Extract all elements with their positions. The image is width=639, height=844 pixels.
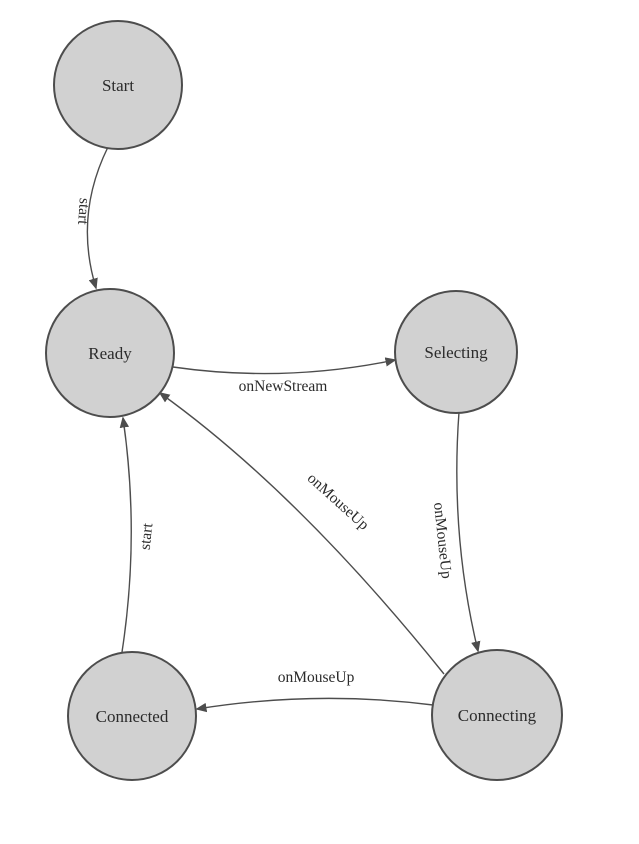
edge-connected-to-ready [119,416,132,653]
state-node-start: Start [53,20,183,150]
edge-ready-to-selecting [172,357,397,375]
state-node-circle-connecting [431,649,563,781]
state-node-circle-start [53,20,183,150]
state-node-label-selecting: Selecting [424,343,488,362]
edge-start-to-ready [86,146,109,290]
state-node-selecting: Selecting [394,290,518,414]
edge-label-connecting-to-ready: onMouseUp [304,470,373,534]
state-node-circle-selecting [394,290,518,414]
state-node-label-start: Start [102,76,134,95]
edge-selecting-to-connecting [456,411,481,653]
edge-connecting-to-ready [158,392,445,675]
edge-label-ready-to-selecting: onNewStream [239,378,328,395]
edge-label-connected-to-ready: start [137,522,157,551]
state-node-circle-connected [67,651,197,781]
edge-connecting-to-connected [195,697,434,713]
edge-label-selecting-to-connecting: onMouseUp [430,502,455,580]
state-node-connected: Connected [67,651,197,781]
state-node-connecting: Connecting [431,649,563,781]
state-node-circle-ready [45,288,175,418]
state-node-label-connecting: Connecting [458,706,537,725]
state-node-label-ready: Ready [88,344,132,363]
state-node-label-connected: Connected [96,707,169,726]
edge-label-connecting-to-connected: onMouseUp [278,669,355,686]
edge-label-start-to-ready: start [74,197,93,225]
state-node-ready: Ready [45,288,175,418]
